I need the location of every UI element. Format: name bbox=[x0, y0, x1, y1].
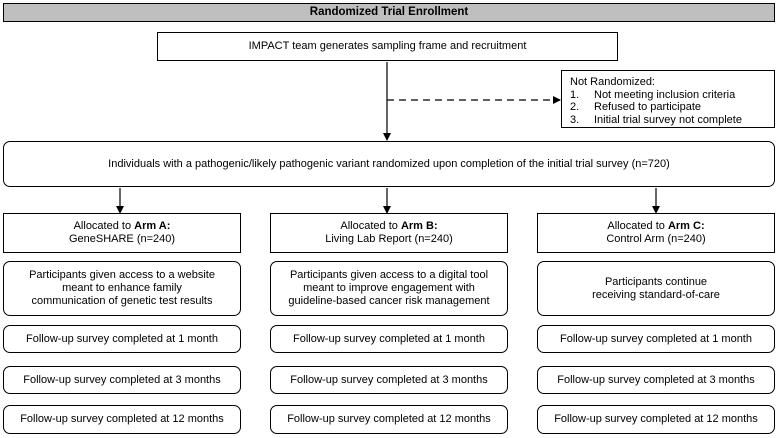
arm-a-intervention: Participants given access to a website m… bbox=[3, 261, 241, 316]
page-title: Randomized Trial Enrollment bbox=[3, 3, 775, 22]
list-number: 1. bbox=[570, 88, 580, 101]
not-randomized-heading: Not Randomized: bbox=[570, 76, 655, 88]
list-item: 3. Initial trial survey not complete bbox=[570, 114, 742, 127]
arm-a-allocation-line: Allocated to Arm A: bbox=[74, 220, 171, 233]
arm-b-intervention: Participants given access to a digital t… bbox=[270, 261, 508, 316]
arm-c-followup-12: Follow-up survey completed at 12 months bbox=[537, 405, 775, 434]
arm-a-allocation: Allocated to Arm A: GeneSHARE (n=240) bbox=[3, 213, 241, 253]
arm-c-followup-1: Follow-up survey completed at 1 month bbox=[537, 325, 775, 353]
list-text: Initial trial survey not complete bbox=[594, 113, 742, 126]
arm-a-followup-12: Follow-up survey completed at 12 months bbox=[3, 405, 241, 434]
arm-label: Arm A: bbox=[134, 220, 171, 232]
arm-name: GeneSHARE (n=240) bbox=[68, 233, 176, 245]
list-item: 1. Not meeting inclusion criteria bbox=[570, 89, 742, 102]
arm-c-allocation-line: Allocated to Arm C: bbox=[607, 220, 704, 233]
not-randomized-box: Not Randomized: 1. Not meeting inclusion … bbox=[561, 70, 775, 128]
alloc-prefix: Allocated to bbox=[340, 220, 401, 232]
arm-b-followup-3: Follow-up survey completed at 3 months bbox=[270, 366, 508, 394]
list-number: 3. bbox=[570, 113, 580, 126]
list-text: Not meeting inclusion criteria bbox=[594, 88, 736, 101]
arm-label: Arm C: bbox=[667, 220, 705, 232]
list-text: Refused to participate bbox=[594, 101, 702, 113]
arm-a-followup-1: Follow-up survey completed at 1 month bbox=[3, 325, 241, 353]
arm-b-allocation: Allocated to Arm B: Living Lab Report (n… bbox=[270, 213, 508, 253]
arm-b-followup-12: Follow-up survey completed at 12 months bbox=[270, 405, 508, 434]
arm-label: Arm B: bbox=[400, 220, 438, 232]
arm-c-allocation: Allocated to Arm C: Control Arm (n=240) bbox=[537, 213, 775, 253]
alloc-prefix: Allocated to bbox=[73, 220, 135, 232]
randomized-box: Individuals with a pathogenic/likely pat… bbox=[3, 141, 775, 187]
alloc-prefix: Allocated to bbox=[607, 220, 668, 232]
recruitment-box: IMPACT team generates sampling frame and… bbox=[157, 32, 618, 61]
arm-a-followup-3: Follow-up survey completed at 3 months bbox=[3, 366, 241, 394]
arm-name: Living Lab Report (n=240) bbox=[325, 233, 453, 245]
arm-c-followup-3: Follow-up survey completed at 3 months bbox=[537, 366, 775, 394]
not-randomized-list: 1. Not meeting inclusion criteria 2. Refus… bbox=[570, 89, 742, 127]
arm-b-allocation-line: Allocated to Arm B: bbox=[340, 220, 437, 233]
arm-b-followup-1: Follow-up survey completed at 1 month bbox=[270, 325, 508, 353]
arm-c-intervention: Participants continue receiving standard… bbox=[537, 261, 775, 316]
arm-name: Control Arm (n=240) bbox=[606, 233, 706, 245]
list-item: 2. Refused to participate bbox=[570, 101, 742, 114]
list-number: 2. bbox=[570, 101, 580, 113]
